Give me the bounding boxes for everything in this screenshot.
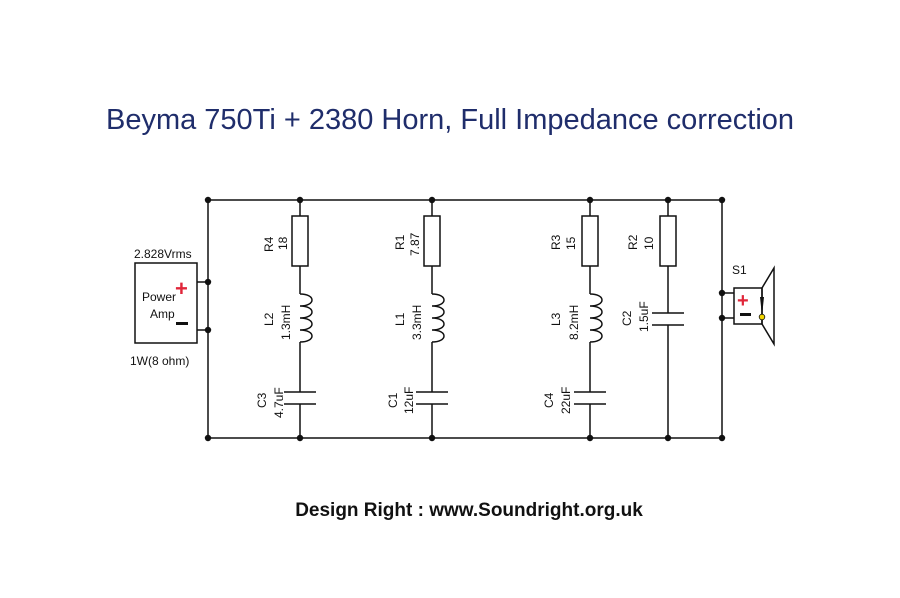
junction-dot bbox=[296, 196, 304, 204]
c2-ref: C2 bbox=[620, 310, 634, 326]
c2-value: 1.5uF bbox=[637, 301, 651, 332]
c4-value: 22uF bbox=[559, 387, 573, 414]
junction-dot bbox=[428, 196, 436, 204]
junction-dot bbox=[204, 434, 212, 442]
r2-ref: R2 bbox=[626, 234, 640, 250]
c1-ref: C1 bbox=[386, 392, 400, 408]
c3-value: 4.7uF bbox=[272, 387, 286, 418]
l2-value: 1.3mH bbox=[279, 305, 293, 340]
amp-label-power: Power bbox=[142, 290, 176, 304]
amp-plus-sign: + bbox=[175, 276, 188, 301]
terminal-dot bbox=[718, 314, 726, 322]
inductor-l3 bbox=[589, 293, 603, 343]
inductor-l1 bbox=[431, 293, 445, 343]
speaker-warning-icon bbox=[760, 297, 764, 311]
resistor-r2 bbox=[659, 215, 677, 267]
junction-dot bbox=[718, 196, 726, 204]
design-credit: Design Right : www.Soundright.org.uk bbox=[295, 500, 643, 521]
junction-dot bbox=[204, 196, 212, 204]
r2-value: 10 bbox=[642, 236, 656, 250]
r4-value: 18 bbox=[276, 236, 290, 250]
junction-dot bbox=[664, 196, 672, 204]
l1-ref: L1 bbox=[393, 312, 407, 326]
junction-dot bbox=[428, 434, 436, 442]
junction-dot bbox=[586, 434, 594, 442]
l1-value: 3.3mH bbox=[410, 305, 424, 340]
speaker-ref: S1 bbox=[732, 263, 747, 277]
junction-dot bbox=[664, 434, 672, 442]
speaker-plus-sign: + bbox=[737, 290, 749, 312]
l2-ref: L2 bbox=[262, 312, 276, 326]
r3-ref: R3 bbox=[549, 234, 563, 250]
amp-power-rating: 1W(8 ohm) bbox=[130, 354, 189, 368]
r1-value: 7.87 bbox=[408, 232, 422, 256]
terminal-dot bbox=[204, 278, 212, 286]
l3-value: 8.2mH bbox=[567, 305, 581, 340]
r4-ref: R4 bbox=[262, 236, 276, 252]
junction-dot bbox=[296, 434, 304, 442]
l3-ref: L3 bbox=[549, 312, 563, 326]
terminal-dot bbox=[718, 289, 726, 297]
resistor-r4 bbox=[291, 215, 309, 267]
c4-ref: C4 bbox=[542, 392, 556, 408]
speaker-bulb-icon bbox=[758, 313, 766, 321]
junction-dot bbox=[586, 196, 594, 204]
r3-value: 15 bbox=[564, 236, 578, 250]
diagram-title: Beyma 750Ti + 2380 Horn, Full Impedance … bbox=[105, 104, 795, 136]
power-amp-box bbox=[134, 262, 198, 344]
speaker-minus-sign bbox=[740, 313, 751, 316]
amp-label-amp: Amp bbox=[150, 307, 175, 321]
amp-voltage-label: 2.828Vrms bbox=[134, 247, 192, 261]
c3-ref: C3 bbox=[255, 392, 269, 408]
inductor-l2 bbox=[299, 293, 313, 343]
resistor-r1 bbox=[423, 215, 441, 267]
amp-minus-sign bbox=[176, 322, 188, 325]
speaker-cone bbox=[761, 265, 775, 347]
c1-value: 12uF bbox=[402, 387, 416, 414]
terminal-dot bbox=[204, 326, 212, 334]
junction-dot bbox=[718, 434, 726, 442]
resistor-r3 bbox=[581, 215, 599, 267]
r1-ref: R1 bbox=[393, 234, 407, 250]
